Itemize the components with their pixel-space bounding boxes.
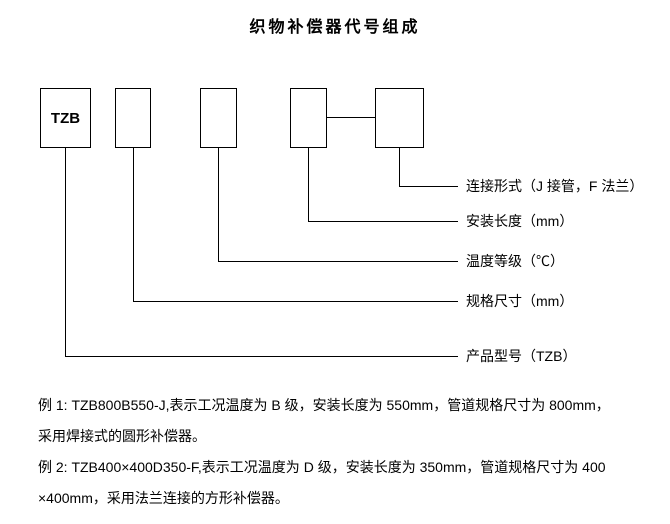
leader-hline-product-model xyxy=(65,356,458,357)
example-1-line-2: 采用焊接式的圆形补偿器。 xyxy=(38,428,206,444)
code-box-temperature xyxy=(200,88,237,148)
example-2: 例 2: TZB400×400D350-F,表示工况温度为 D 级，安装长度为 … xyxy=(38,452,646,514)
leader-hline-connection xyxy=(399,186,458,187)
code-box-connection xyxy=(375,88,424,148)
leader-vline-product-model xyxy=(65,148,66,356)
field-label-product-model: 产品型号（TZB） xyxy=(466,348,577,364)
field-label-temperature: 温度等级（℃） xyxy=(466,253,564,269)
example-2-line-2: ×400mm，采用法兰连接的方形补偿器。 xyxy=(38,490,289,506)
code-box-size xyxy=(115,88,151,148)
leader-hline-size xyxy=(133,301,458,302)
connector-line-box4-box5 xyxy=(327,117,375,118)
example-2-line-1: 例 2: TZB400×400D350-F,表示工况温度为 D 级，安装长度为 … xyxy=(38,459,606,475)
code-box-product-model: TZB xyxy=(40,88,91,148)
leader-hline-temperature xyxy=(218,261,458,262)
leader-vline-size xyxy=(133,148,134,301)
field-label-length: 安装长度（mm） xyxy=(466,213,574,229)
example-1: 例 1: TZB800B550-J,表示工况温度为 B 级，安装长度为 550m… xyxy=(38,390,646,452)
example-1-line-1: 例 1: TZB800B550-J,表示工况温度为 B 级，安装长度为 550m… xyxy=(38,397,610,413)
leader-vline-connection xyxy=(399,148,400,186)
diagram-title: 织物补偿器代号组成 xyxy=(249,19,421,36)
leader-vline-length xyxy=(308,148,309,221)
code-prefix-text: TZB xyxy=(50,109,81,127)
leader-hline-length xyxy=(308,221,458,222)
field-label-size: 规格尺寸（mm） xyxy=(466,293,574,309)
code-box-length xyxy=(290,88,327,148)
field-label-connection: 连接形式（J 接管，F 法兰） xyxy=(466,178,644,194)
leader-vline-temperature xyxy=(218,148,219,261)
